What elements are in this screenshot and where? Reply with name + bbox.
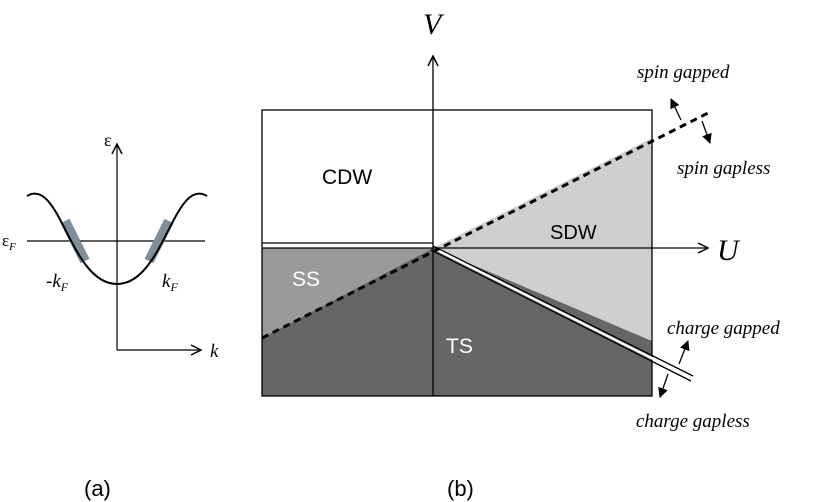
phase-diagram-frame bbox=[261, 109, 653, 397]
epsilon-axis-label: ε bbox=[104, 130, 112, 150]
sdw-ts-boundary-gap bbox=[432, 246, 693, 380]
sdw-region bbox=[433, 138, 652, 341]
sdw-label: SDW bbox=[550, 222, 597, 244]
charge-gapless-arrow bbox=[658, 373, 669, 398]
u-axis-label: U bbox=[717, 234, 741, 267]
pos-kf-label: kF bbox=[162, 271, 178, 294]
charge-gapped-label: charge gapped bbox=[667, 318, 780, 339]
fermi-highlight-left bbox=[60, 218, 90, 264]
ts-label: TS bbox=[446, 335, 473, 358]
sdw-ts-boundary-inner bbox=[430, 249, 692, 382]
spin-gapless-label: spin gapless bbox=[677, 158, 770, 179]
v-axis-label: V bbox=[423, 8, 445, 41]
spin-gapped-label: spin gapped bbox=[637, 62, 730, 83]
k-axis-label: k bbox=[210, 341, 219, 362]
fermi-highlight-right bbox=[144, 218, 174, 264]
spin-gapped-arrow bbox=[670, 98, 682, 121]
charge-gapless-label: charge gapless bbox=[636, 411, 750, 432]
panel-b: CDW SDW SS TS V U spin gapped spin gaple… bbox=[261, 8, 780, 501]
fermi-level-label: εF bbox=[2, 231, 16, 253]
spin-gapless-arrow bbox=[701, 120, 712, 144]
panel-a-caption: (a) bbox=[84, 476, 111, 501]
charge-gapped-arrow bbox=[678, 340, 690, 365]
ts-region bbox=[262, 248, 652, 396]
ss-label: SS bbox=[292, 268, 320, 291]
cdw-label: CDW bbox=[322, 166, 372, 189]
band-dispersion-curve bbox=[26, 192, 208, 286]
panel-b-caption: (b) bbox=[447, 476, 474, 501]
neg-kf-label: -kF bbox=[46, 271, 69, 294]
panel-a: ε k εF -kF kF (a) bbox=[2, 130, 219, 501]
spin-gap-dashed-line bbox=[261, 109, 713, 340]
sdw-ts-boundary-outer bbox=[432, 245, 694, 377]
